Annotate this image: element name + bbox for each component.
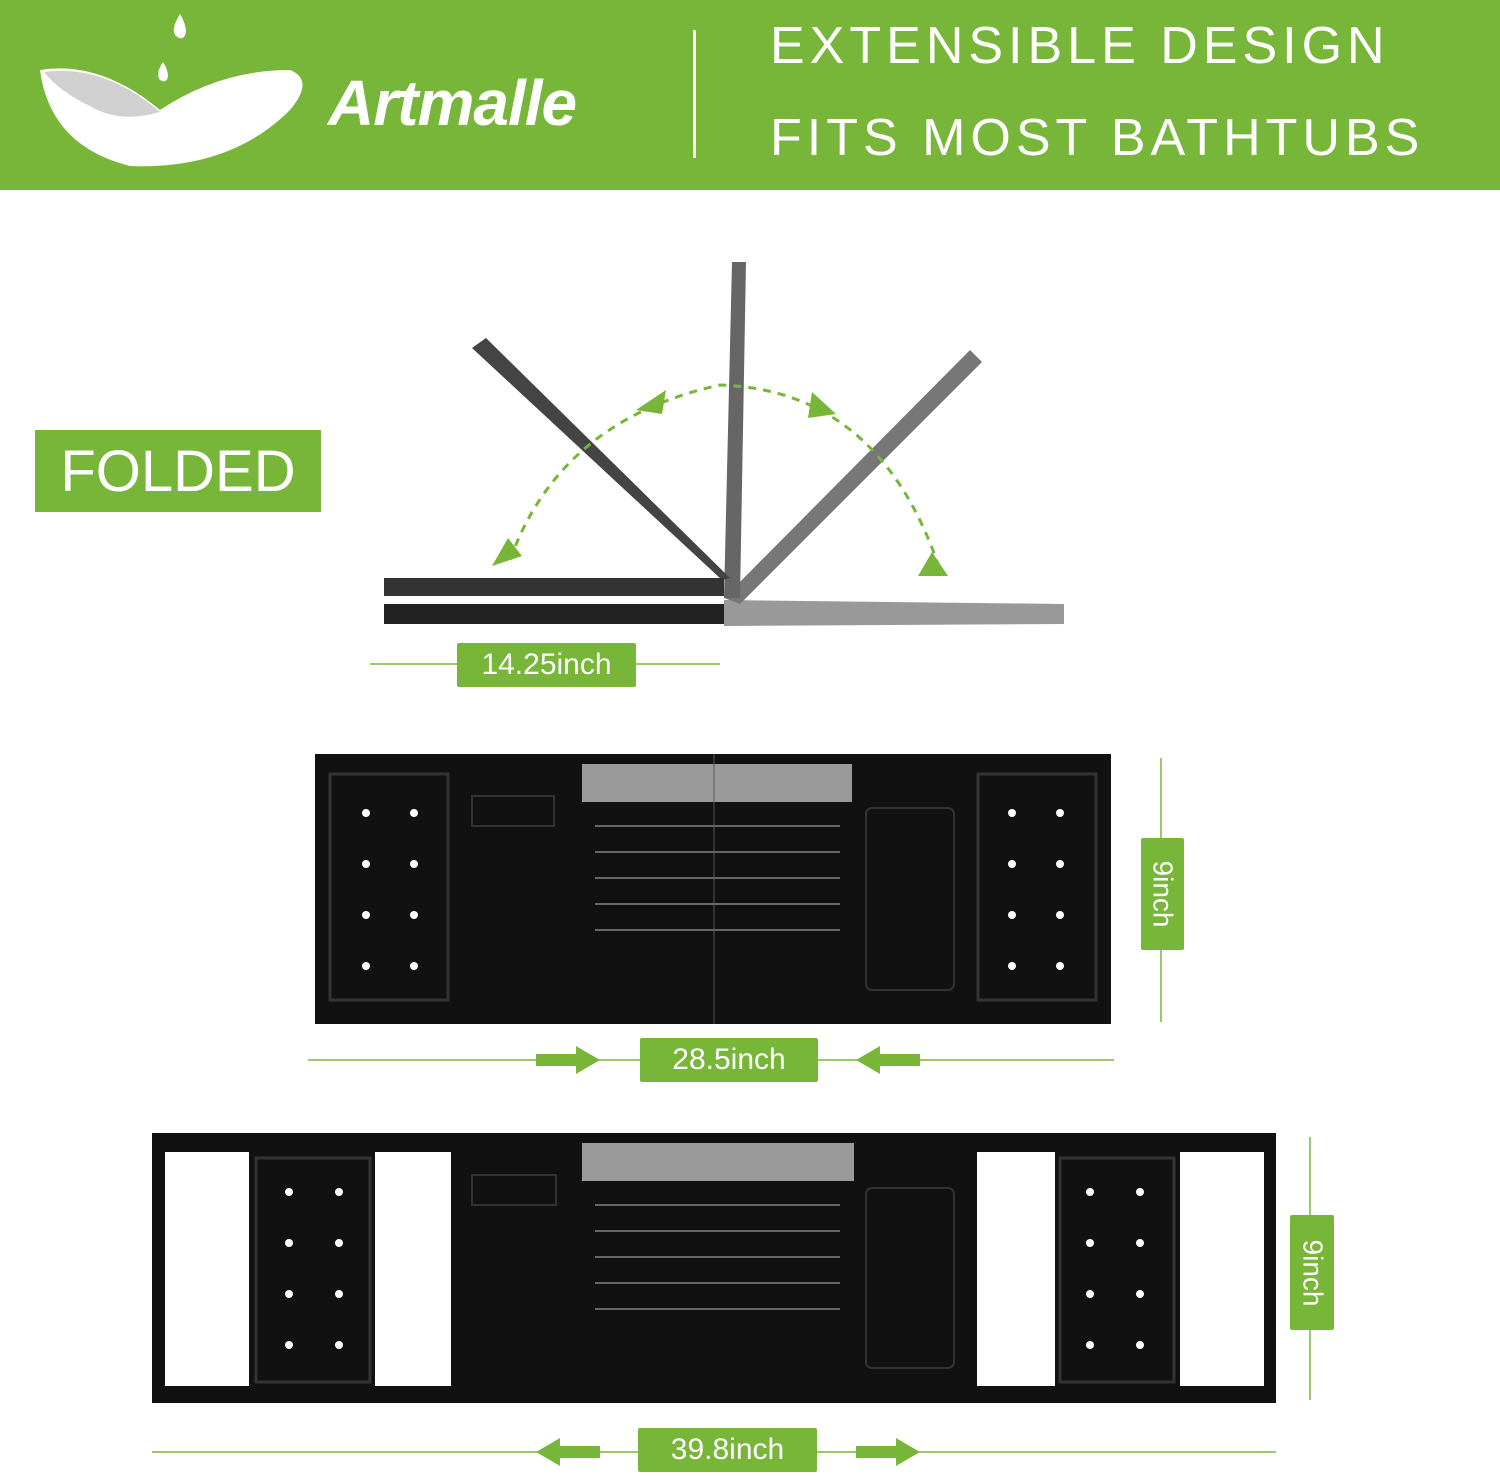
min-length-label: 28.5inch [640,1038,818,1082]
tray-collapsed [308,754,1162,1074]
width-label-collapsed: 9inch [1141,838,1184,950]
header-divider [693,30,696,158]
header-line-2: FITS MOST BATHTUBS [770,109,1425,167]
brand-logo-icon [40,14,303,167]
header-banner: Artmalle EXTENSIBLE DESIGN FITS MOST BAT… [0,0,1500,190]
folded-badge: FOLDED [35,430,321,512]
tray-extended [152,1133,1311,1466]
header-line-1: EXTENSIBLE DESIGN [770,17,1390,75]
brand-name: Artmalle [328,67,577,139]
folded-length-label: 14.25inch [457,643,636,687]
width-label-extended: 9inch [1290,1215,1334,1330]
width-value: 9inch [1297,1239,1328,1306]
fold-diagram [370,262,1064,665]
max-length-label: 39.8inch [638,1428,817,1472]
width-value: 9inch [1147,860,1179,928]
